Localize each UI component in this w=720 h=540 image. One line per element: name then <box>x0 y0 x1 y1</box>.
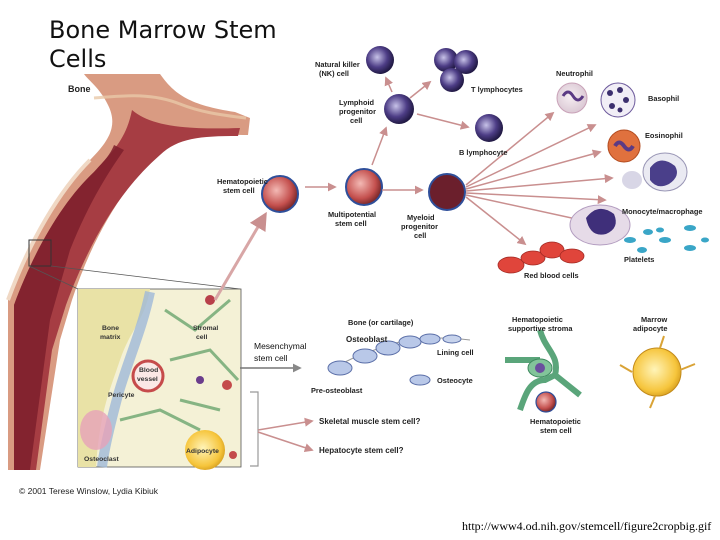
label-platelets: Platelets <box>624 255 654 264</box>
label-hsc-2: stem cell <box>223 186 255 195</box>
bone-illustration <box>6 74 250 470</box>
label-b-lymph: B lymphocyte <box>459 148 507 157</box>
inset-blood-vessel-2: vessel <box>137 376 158 383</box>
label-hsc-1: Hematopoietic <box>217 177 268 186</box>
source-url[interactable]: http://www4.od.nih.gov/stemcell/figure2c… <box>462 519 712 533</box>
label-lymphoid-1: Lymphoid <box>339 98 375 107</box>
label-lymphoid-3: cell <box>350 116 362 125</box>
label-skeletal: Skeletal muscle stem cell? <box>319 417 421 426</box>
zoom-box <box>28 239 52 267</box>
inset-pericyte: Pericyte <box>108 392 135 399</box>
label-marrow-adipo-1: Marrow <box>641 315 668 324</box>
hsc-cell <box>261 175 299 213</box>
label-t-lymph: T lymphocytes <box>471 85 523 94</box>
label-nk-2: (NK) cell <box>319 69 349 78</box>
label-mesenchymal-1: Mesenchymal <box>254 341 307 351</box>
inset-osteoclast: Osteoclast <box>84 456 119 463</box>
inset-bone-matrix-1: Bone <box>102 325 119 332</box>
label-myeloid-1: Myeloid <box>407 213 435 222</box>
multipotent-cell <box>345 168 383 206</box>
label-osteocyte: Osteocyte <box>437 376 473 385</box>
label-hsc2-1: Hematopoietic <box>530 417 581 426</box>
marrow-inset <box>77 288 242 470</box>
hematopoietic-lineage <box>213 46 709 301</box>
b-lymphocyte <box>475 114 503 142</box>
label-myeloid-2: progenitor <box>401 222 438 231</box>
label-supportive-1: Hematopoietic <box>512 315 563 324</box>
inset-stromal-1: Stromal <box>193 325 218 332</box>
t-lymphocytes <box>440 68 464 92</box>
inset-stromal-2: cell <box>196 334 207 341</box>
inset-bone-matrix-2: matrix <box>100 334 121 341</box>
label-bone: Bone <box>68 84 91 94</box>
label-lymphoid-2: progenitor <box>339 107 376 116</box>
label-supportive-2: supportive stroma <box>508 324 573 333</box>
label-rbc: Red blood cells <box>524 271 579 280</box>
inset-blood-vessel-1: Blood <box>139 367 158 374</box>
label-nk-1: Natural killer <box>315 60 360 69</box>
label-osteoblast: Osteoblast <box>346 335 388 344</box>
slide-title: Bone Marrow Stem Cells <box>49 16 277 73</box>
inset-adipocyte: Adipocyte <box>186 448 219 455</box>
myeloid-cell <box>428 173 466 211</box>
label-basophil: Basophil <box>648 94 679 103</box>
label-neutrophil: Neutrophil <box>556 69 593 78</box>
label-pre-osteoblast: Pre-osteoblast <box>311 386 363 395</box>
label-lining-cell: Lining cell <box>437 348 474 357</box>
label-hepatocyte: Hepatocyte stem cell? <box>319 446 404 455</box>
lymphoid-cell <box>384 94 414 124</box>
label-multipotent-2: stem cell <box>335 219 367 228</box>
label-marrow-adipo-2: adipocyte <box>633 324 668 333</box>
label-monocyte: Monocyte/macrophage <box>622 207 703 216</box>
label-eosinophil: Eosinophil <box>645 131 683 140</box>
nk-cell <box>366 46 394 74</box>
label-bone-cartilage: Bone (or cartilage) <box>348 318 414 327</box>
label-mesenchymal-2: stem cell <box>254 353 288 363</box>
mesenchymal-lineage <box>240 329 696 467</box>
label-hsc2-2: stem cell <box>540 426 572 435</box>
label-myeloid-3: cell <box>414 231 426 240</box>
image-credit: © 2001 Terese Winslow, Lydia Kibiuk <box>19 486 159 496</box>
label-multipotent-1: Multipotential <box>328 210 376 219</box>
